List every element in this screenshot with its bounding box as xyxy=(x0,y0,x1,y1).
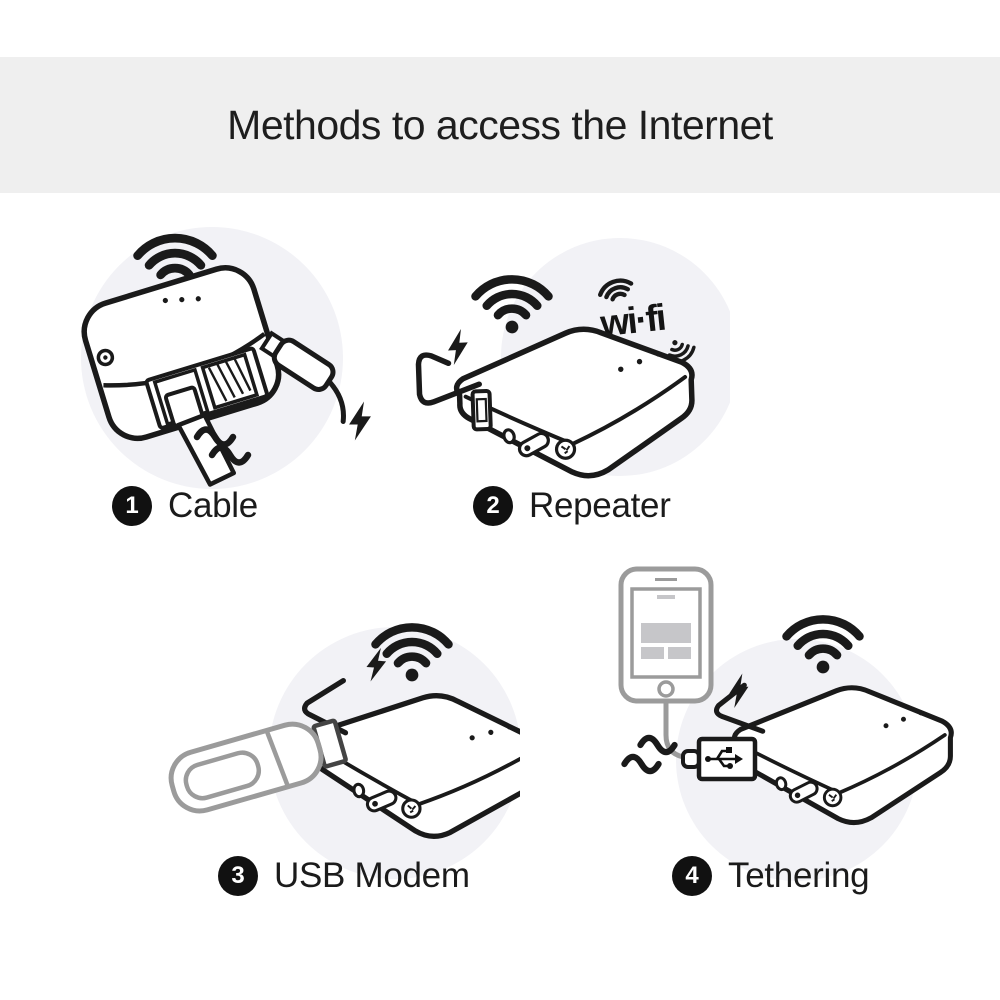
method-4-label: Tethering xyxy=(728,856,870,895)
repeater-illustration: wi·fi xyxy=(415,238,730,545)
power-cord-icon xyxy=(713,682,766,734)
method-3-label: USB Modem xyxy=(274,856,470,895)
power-plug-icon xyxy=(259,330,346,424)
ethernet-port xyxy=(200,352,260,410)
method-1-number-badge: 1 xyxy=(112,486,152,526)
method-2-caption: 2 Repeater xyxy=(473,486,671,526)
cable-illustration xyxy=(81,227,371,489)
tethering-illustration xyxy=(618,566,965,881)
smartphone-icon xyxy=(618,566,714,761)
usb-modem-stick-icon xyxy=(168,718,348,814)
router-icon xyxy=(713,673,951,823)
header-band: Methods to access the Internet xyxy=(0,57,1000,193)
method-1-caption: 1 Cable xyxy=(112,486,258,526)
usb-trident-icon xyxy=(705,747,743,769)
power-cord-icon xyxy=(301,678,349,736)
ethernet-cable-icon xyxy=(152,367,237,487)
method-3-caption: 3 USB Modem xyxy=(218,856,470,896)
method-4-number-badge: 4 xyxy=(672,856,712,896)
method-2-label: Repeater xyxy=(529,486,671,525)
method-2-number-badge: 2 xyxy=(473,486,513,526)
router-icon xyxy=(301,646,520,844)
usb-plug-icon xyxy=(681,736,758,782)
page-title: Methods to access the Internet xyxy=(227,101,773,148)
method-4-caption: 4 Tethering xyxy=(672,856,870,896)
router-icon xyxy=(415,321,695,482)
method-1-label: Cable xyxy=(168,486,258,525)
router-rear-icon xyxy=(81,265,282,487)
usb-modem-illustration xyxy=(168,595,520,879)
usb-port xyxy=(470,388,493,432)
lightning-bolt-icon xyxy=(349,401,371,441)
power-cord-icon xyxy=(415,352,482,406)
method-3-number-badge: 3 xyxy=(218,856,258,896)
phone-screen-content xyxy=(641,595,691,659)
lightning-bolt-icon xyxy=(447,328,469,366)
interference-squiggle-icon xyxy=(624,757,658,771)
